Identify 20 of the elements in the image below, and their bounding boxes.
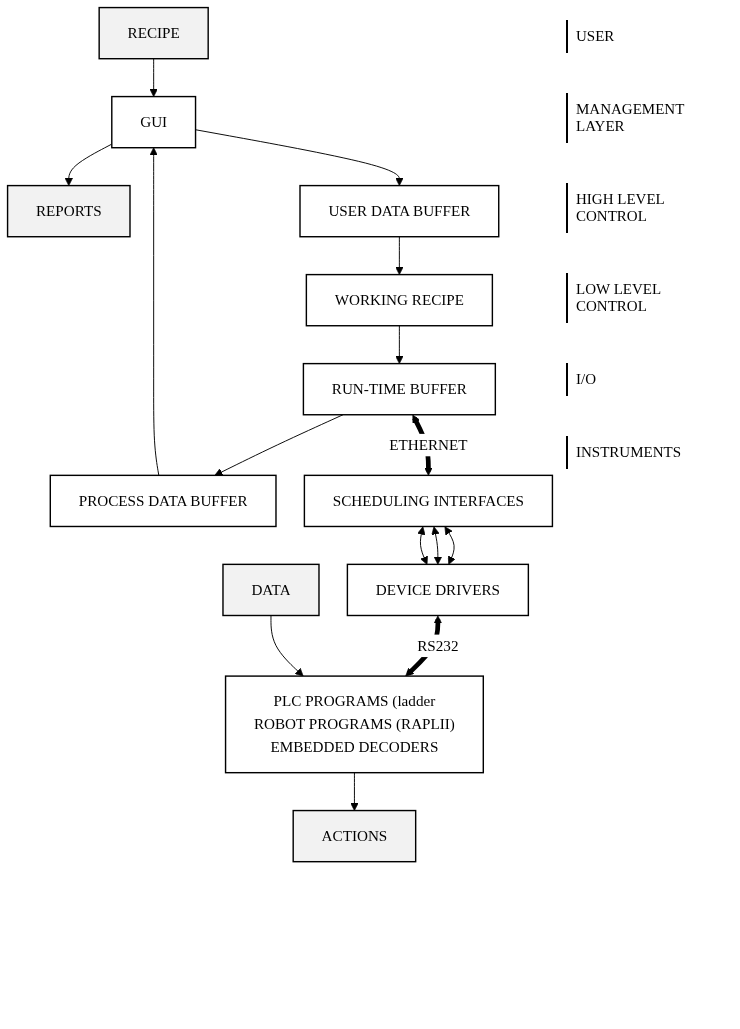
edge-label: RS232 [417, 637, 459, 654]
layer-label: HIGH LEVEL CONTROL [566, 183, 734, 233]
node-box: GUI [111, 95, 197, 149]
node-box: DEVICE DRIVERS [346, 563, 530, 617]
layer-label: I/O [566, 363, 734, 396]
node-box: DATA [222, 563, 320, 617]
node-box: WORKING RECIPE [305, 273, 494, 327]
layer-label: LOW LEVEL CONTROL [566, 273, 734, 323]
layer-label: MANAGEMENT LAYER [566, 93, 734, 143]
node-box: PROCESS DATA BUFFER [49, 474, 277, 528]
layer-label: INSTRUMENTS [566, 436, 734, 469]
node-box: RUN-TIME BUFFER [302, 362, 497, 416]
layer-label: USER [566, 20, 734, 53]
node-box: USER DATA BUFFER [299, 184, 500, 238]
edge-label: ETHERNET [389, 436, 468, 453]
node-box: ACTIONS [292, 809, 417, 863]
node-box: PLC PROGRAMS (ladder ROBOT PROGRAMS (RAPLII) EMBEDDED DECODERS [224, 675, 484, 774]
node-box: RECIPE [98, 6, 209, 60]
node-box: REPORTS [6, 184, 131, 238]
node-box: SCHEDULING INTERFACES [303, 474, 554, 528]
